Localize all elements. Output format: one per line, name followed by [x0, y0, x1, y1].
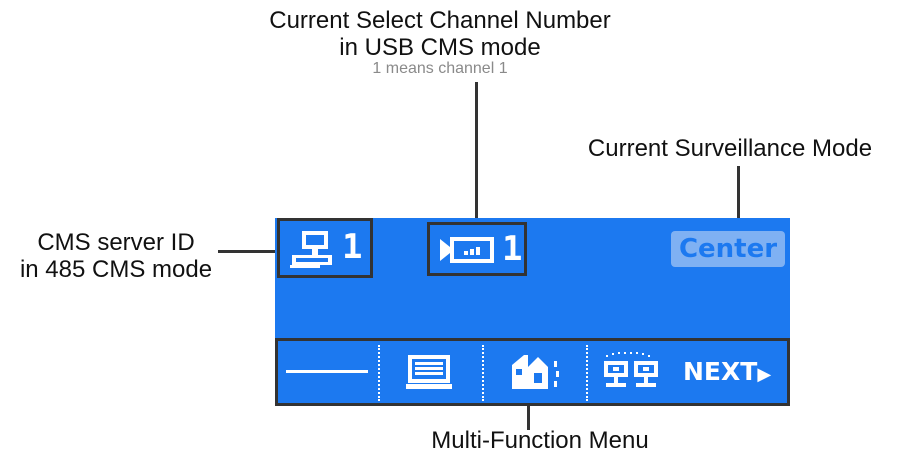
menu-annotation: Multi-Function Menu	[431, 427, 649, 454]
menu-separator	[482, 345, 484, 401]
channel-annotation-subtext: 1 means channel 1	[372, 60, 508, 77]
channel-annotation-line1: Current Select Channel Number	[269, 7, 611, 34]
multi-function-menu: NEXT▶	[275, 338, 790, 406]
menu-leader-line	[527, 404, 530, 430]
building-phone-icon	[508, 351, 564, 398]
menu-item-keyboard[interactable]	[380, 341, 480, 403]
menu-item-dash[interactable]	[278, 341, 378, 403]
menu-separator	[378, 345, 380, 401]
cms-leader-line	[218, 250, 278, 253]
play-arrow-icon: ▶	[757, 364, 772, 385]
channel-annotation-title: Current Select Channel Number in USB CMS…	[180, 7, 700, 62]
mode-annotation: Current Surveillance Mode	[587, 135, 873, 162]
next-label: NEXT	[683, 357, 758, 386]
surveillance-mode-badge: Center	[671, 231, 785, 267]
computer-icon	[288, 229, 336, 274]
cameras-icon	[600, 349, 664, 398]
menu-item-building[interactable]	[484, 341, 584, 403]
cms-annotation-line2: in 485 CMS mode	[19, 255, 213, 283]
dash-icon	[286, 370, 368, 373]
channel-leader-line	[475, 82, 478, 220]
server-id-value: 1	[342, 227, 363, 267]
keyboard-icon	[404, 353, 454, 396]
channel-number-value: 1	[502, 229, 523, 269]
channel-number-box: 1	[427, 222, 527, 276]
lcd-screen: 1 1 Center	[275, 218, 790, 406]
camera-channel-icon	[438, 233, 498, 272]
mode-leader-line	[737, 166, 740, 220]
channel-annotation-line2: in USB CMS mode	[339, 33, 541, 61]
menu-separator	[586, 345, 588, 401]
next-button[interactable]: NEXT▶	[683, 355, 771, 392]
menu-item-cameras[interactable]	[588, 341, 682, 403]
cms-annotation-line1: CMS server ID	[37, 229, 195, 256]
cms-server-id-box: 1	[277, 218, 373, 278]
cms-annotation: CMS server ID in 485 CMS mode	[0, 229, 232, 284]
